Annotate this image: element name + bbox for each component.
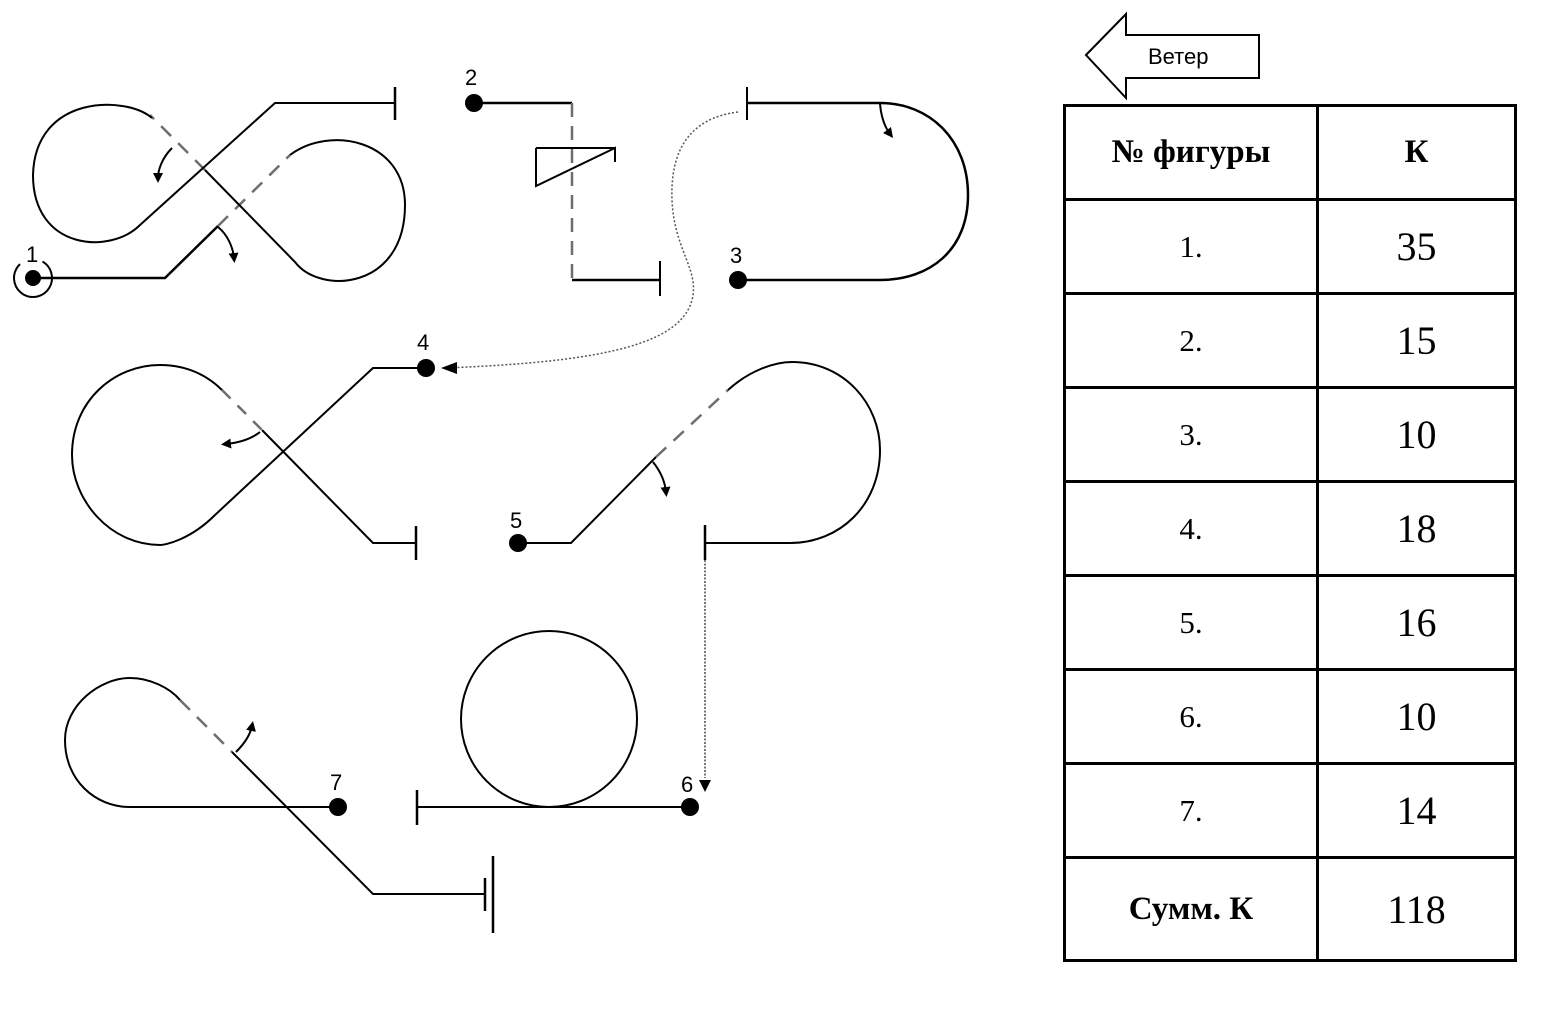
connector-arrowhead-icon bbox=[441, 362, 457, 374]
table-row: 4. 18 bbox=[1063, 480, 1517, 577]
figure-number-cell: 4. bbox=[1063, 480, 1319, 577]
table-header-row: № фигуры К bbox=[1063, 104, 1517, 201]
rotation-arrow-icon bbox=[221, 431, 261, 449]
figure-5: 5 bbox=[509, 360, 882, 560]
start-point-dot bbox=[681, 798, 699, 816]
figure-3-path bbox=[738, 101, 970, 282]
figure-5-loop bbox=[705, 360, 882, 544]
rotation-arrow-icon bbox=[652, 461, 671, 497]
wind-indicator: Ветер bbox=[1084, 11, 1260, 101]
column-header-figure-number: № фигуры bbox=[1063, 104, 1319, 201]
wind-arrow-left-icon bbox=[1084, 11, 1260, 101]
k-value-cell: 10 bbox=[1316, 386, 1517, 483]
figure-7-entry bbox=[63, 676, 338, 808]
table-row: 2. 15 bbox=[1063, 292, 1517, 389]
figure-4: 4 bbox=[70, 330, 435, 560]
table-row: 7. 14 bbox=[1063, 762, 1517, 859]
figure-label-1: 1 bbox=[26, 242, 38, 267]
total-value-cell: 118 bbox=[1316, 856, 1517, 962]
figure-number-cell: 1. bbox=[1063, 198, 1319, 295]
table-total-row: Сумм. К 118 bbox=[1063, 856, 1517, 962]
total-label-cell: Сумм. К bbox=[1063, 856, 1319, 962]
figure-4-exit bbox=[261, 429, 416, 544]
figure-label-2: 2 bbox=[465, 65, 477, 90]
figure-4-dashed bbox=[221, 389, 263, 431]
k-value-cell: 35 bbox=[1316, 198, 1517, 295]
figure-1-left-loop bbox=[31, 102, 395, 244]
figure-label-3: 3 bbox=[730, 243, 742, 268]
figure-number-cell: 7. bbox=[1063, 762, 1319, 859]
k-value-cell: 18 bbox=[1316, 480, 1517, 577]
figure-3: 3 bbox=[729, 87, 970, 289]
rotation-arrow-icon bbox=[217, 226, 239, 263]
k-value-cell: 16 bbox=[1316, 574, 1517, 671]
k-value-cell: 15 bbox=[1316, 292, 1517, 389]
figure-5-dashed bbox=[655, 389, 729, 458]
figure-number-cell: 6. bbox=[1063, 668, 1319, 765]
rotation-arrow-icon bbox=[879, 103, 893, 139]
wind-label: Ветер bbox=[1148, 44, 1208, 69]
figure-1-right-loop bbox=[204, 139, 407, 282]
start-circle-icon bbox=[12, 258, 53, 298]
figure-6-loop bbox=[460, 630, 638, 808]
start-point-dot bbox=[729, 271, 747, 289]
k-value-cell: 10 bbox=[1316, 668, 1517, 765]
figure-label-7: 7 bbox=[330, 770, 342, 795]
figure-1-entry-line bbox=[33, 225, 219, 280]
table-row: 5. 16 bbox=[1063, 574, 1517, 671]
figure-number-cell: 2. bbox=[1063, 292, 1319, 389]
aerobatic-sequence-diagram: 1 2 3 4 5 bbox=[12, 65, 970, 933]
column-header-k: К bbox=[1316, 104, 1517, 201]
table-row: 3. 10 bbox=[1063, 386, 1517, 483]
figure-1-dashed-segment bbox=[217, 154, 291, 227]
k-value-cell: 14 bbox=[1316, 762, 1517, 859]
table-row: 6. 10 bbox=[1063, 668, 1517, 765]
figure-4-path bbox=[70, 363, 426, 547]
figure-7-exit bbox=[231, 751, 485, 895]
snap-roll-triangle-icon bbox=[535, 146, 616, 188]
figure-2: 2 bbox=[465, 65, 661, 296]
rotation-arrow-icon bbox=[235, 721, 256, 753]
figure-number-cell: 3. bbox=[1063, 386, 1319, 483]
figure-number-cell: 5. bbox=[1063, 574, 1319, 671]
figure-label-6: 6 bbox=[681, 772, 693, 797]
figure-label-5: 5 bbox=[510, 508, 522, 533]
figure-7-dashed bbox=[179, 699, 233, 753]
connector-arrowhead-icon bbox=[699, 780, 711, 792]
figure-label-4: 4 bbox=[417, 330, 429, 355]
figure-1: 1 bbox=[12, 87, 407, 298]
table-row: 1. 35 bbox=[1063, 198, 1517, 295]
figure-7: 7 bbox=[63, 676, 495, 933]
figure-5-entry bbox=[518, 456, 657, 544]
rotation-arrow-icon bbox=[153, 147, 173, 183]
figure-1-dashed-top bbox=[149, 114, 206, 171]
coefficient-table: № фигуры К 1. 35 2. 15 3. 10 4. 18 5. 16… bbox=[1063, 104, 1517, 962]
connector-3-to-4 bbox=[444, 111, 739, 369]
figure-6: 6 bbox=[415, 630, 699, 825]
